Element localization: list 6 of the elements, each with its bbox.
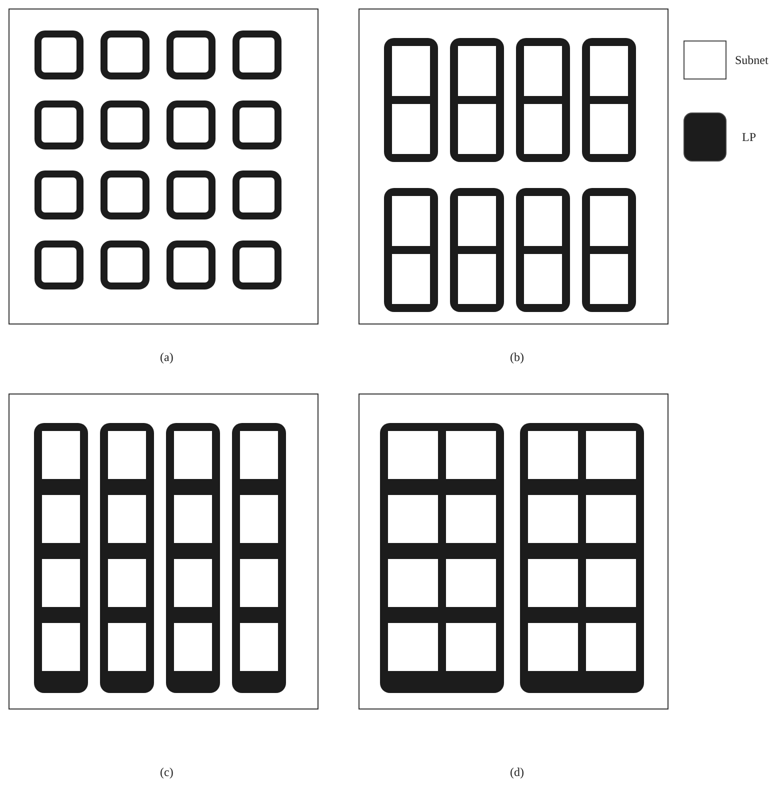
panel-label: (d)	[510, 765, 524, 780]
legend-label: Subnet	[735, 53, 768, 68]
panel-label: (c)	[160, 765, 174, 780]
panel-label: (b)	[510, 350, 524, 365]
panel-label: (a)	[160, 350, 174, 365]
legend-label: LP	[742, 130, 756, 145]
